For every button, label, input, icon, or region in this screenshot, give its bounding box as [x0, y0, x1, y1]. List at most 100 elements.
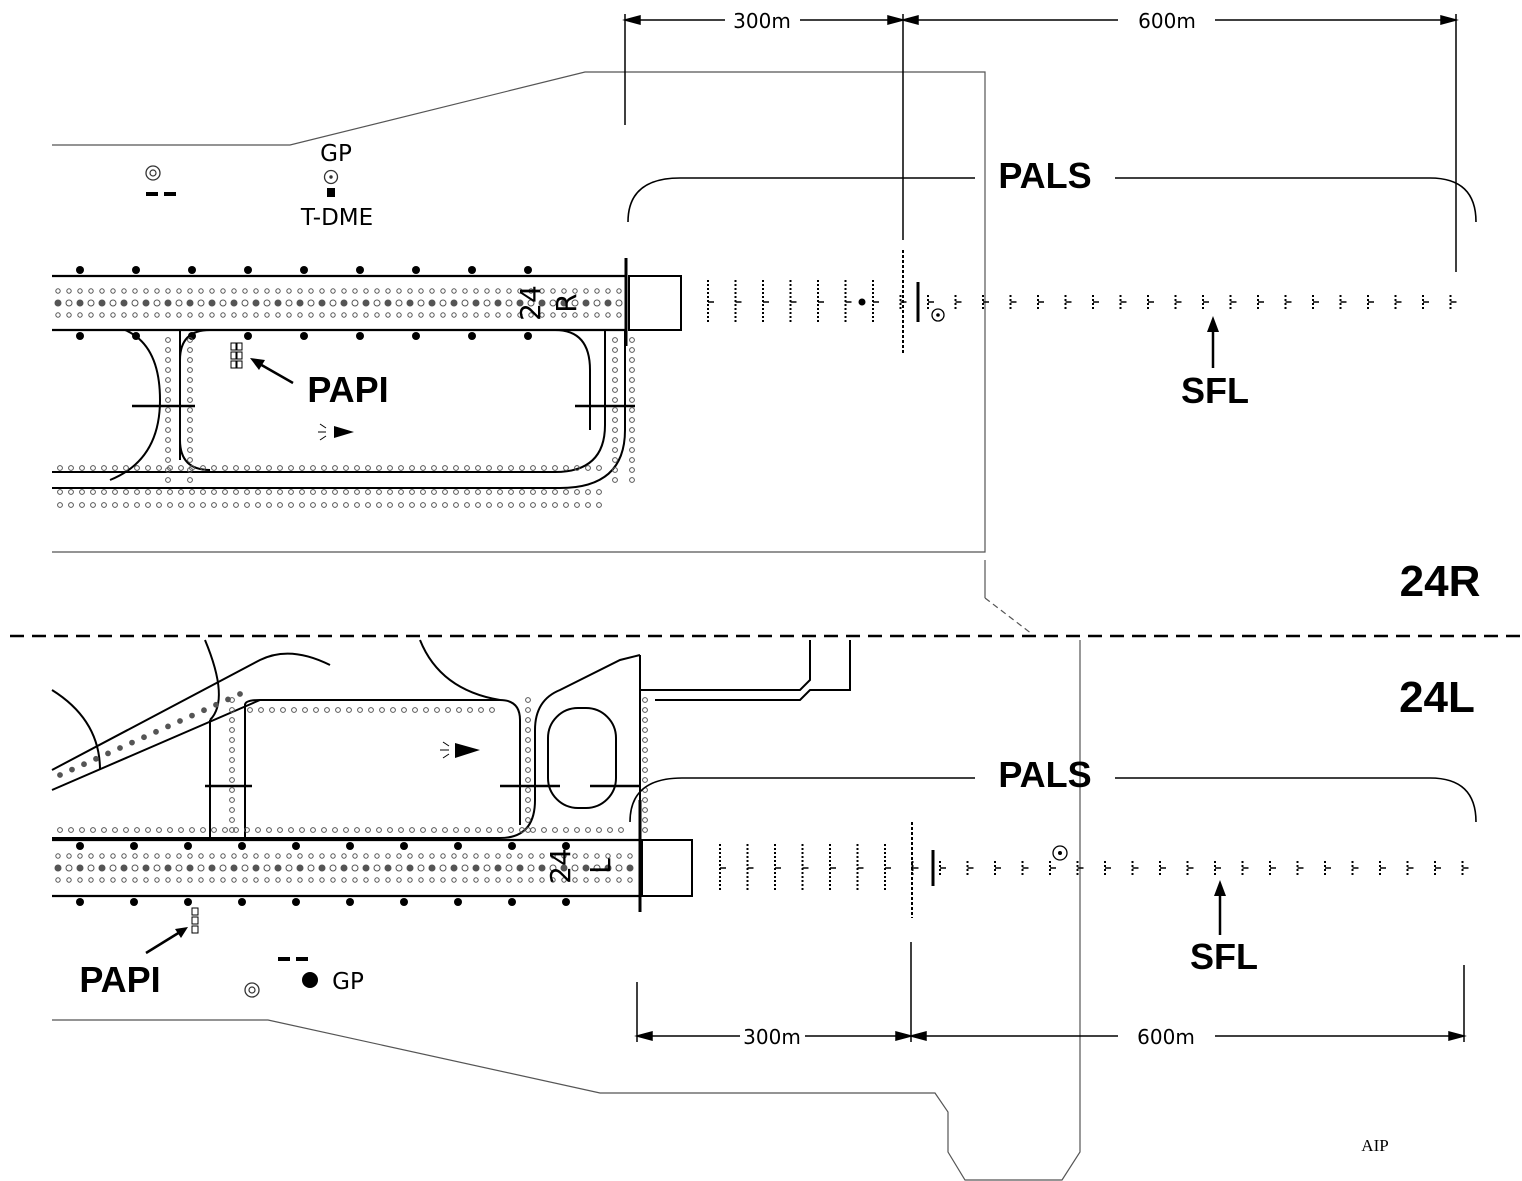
light-dot [642, 827, 648, 833]
light-dot [450, 299, 458, 307]
light-dot [352, 853, 358, 859]
light-dot [442, 502, 448, 508]
edge-light [130, 842, 138, 850]
light-dot [528, 853, 534, 859]
light-dot [453, 465, 459, 471]
light-dot [464, 502, 470, 508]
light-dot [200, 502, 206, 508]
light-dot [66, 288, 72, 294]
light-dot [428, 864, 436, 872]
light-dot [308, 288, 314, 294]
light-dot [440, 853, 446, 859]
light-dot [407, 288, 413, 294]
light-dot [299, 502, 305, 508]
light-dot [398, 502, 404, 508]
light-dot [484, 853, 490, 859]
light-dot [605, 288, 611, 294]
wind-indicator-24r [318, 423, 354, 441]
light-dot [165, 877, 171, 883]
light-dot [475, 827, 481, 833]
light-dot [530, 465, 536, 471]
light-dot [266, 465, 272, 471]
light-dot [187, 417, 193, 423]
light-dot [79, 465, 85, 471]
light-dot [187, 377, 193, 383]
light-dot [310, 489, 316, 495]
light-dot [376, 465, 382, 471]
light-dot [365, 827, 371, 833]
light-dot [165, 377, 171, 383]
light-dot [642, 737, 648, 743]
light-dot [209, 877, 215, 883]
light-dot [143, 288, 149, 294]
taxiway-lights-24r [57, 337, 635, 508]
sfl-label-24r: SFL [1181, 370, 1249, 411]
light-dot [560, 299, 568, 307]
light-dot [604, 299, 612, 307]
light-dot [549, 864, 557, 872]
light-dot [209, 853, 215, 859]
light-dot [560, 864, 568, 872]
light-dot [462, 288, 468, 294]
light-dot [68, 502, 74, 508]
light-dot [362, 299, 370, 307]
light-dot [156, 489, 162, 495]
light-dot [330, 853, 336, 859]
light-dot [187, 347, 193, 353]
dimension-line-24r [622, 14, 1459, 272]
light-dot [55, 853, 61, 859]
light-dot [418, 877, 424, 883]
light-dot [242, 312, 248, 318]
light-dot [373, 299, 381, 307]
light-dot [593, 299, 601, 307]
light-dot [229, 787, 235, 793]
light-dot [307, 299, 315, 307]
edge-light [184, 842, 192, 850]
light-dot [527, 299, 535, 307]
light-dot [176, 312, 182, 318]
light-dot [357, 707, 363, 713]
light-dot [164, 299, 172, 307]
light-dot [165, 357, 171, 363]
light-dot [175, 864, 183, 872]
runway-24l: 24 L [52, 800, 693, 912]
runway-label-24r: 24R [1400, 557, 1481, 606]
light-dot [229, 807, 235, 813]
light-dot [585, 465, 591, 471]
light-dot [154, 877, 160, 883]
light-dot [506, 312, 512, 318]
light-dot [187, 337, 193, 343]
light-dot [593, 864, 601, 872]
light-dot [483, 299, 491, 307]
light-dot [69, 766, 75, 773]
light-dot [123, 489, 129, 495]
light-dot [583, 877, 589, 883]
light-dot [165, 367, 171, 373]
light-dot [244, 465, 250, 471]
light-dot [110, 853, 116, 859]
light-dot [165, 347, 171, 353]
light-dot [165, 477, 171, 483]
light-dot [275, 877, 281, 883]
light-dot [429, 877, 435, 883]
ils-equipment-24l: GP [244, 957, 364, 998]
light-dot [211, 827, 217, 833]
light-dot [222, 502, 228, 508]
papi-label-24l: PAPI [79, 959, 160, 1000]
light-dot [385, 853, 391, 859]
light-dot [612, 477, 618, 483]
light-dot [280, 707, 286, 713]
light-dot [297, 288, 303, 294]
light-dot [247, 707, 253, 713]
light-dot [189, 502, 195, 508]
light-dot [398, 489, 404, 495]
light-dot [525, 827, 531, 833]
light-dot [229, 757, 235, 763]
light-dot [346, 707, 352, 713]
papi-label-24r: PAPI [307, 369, 388, 410]
light-dot [390, 707, 396, 713]
light-dot [156, 827, 162, 833]
light-dot [363, 853, 369, 859]
light-dot [541, 827, 547, 833]
light-dot [233, 465, 239, 471]
